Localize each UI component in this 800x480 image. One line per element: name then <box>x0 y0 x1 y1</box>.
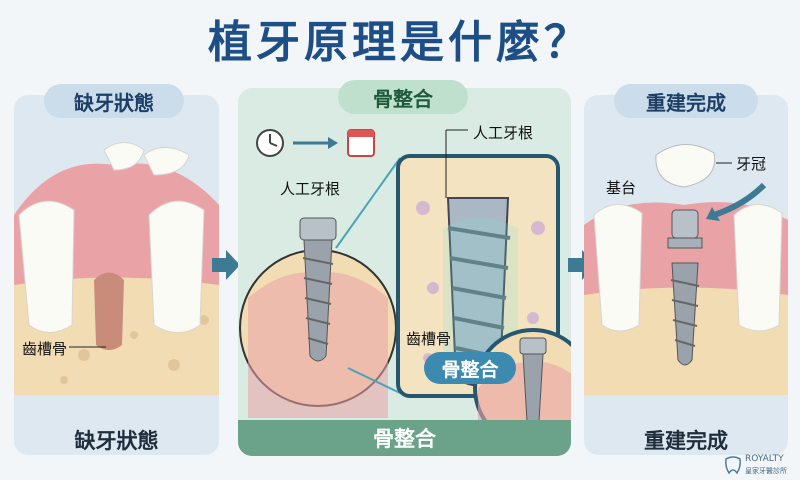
rebuild-header: 重建完成 <box>614 84 758 118</box>
osseo-zoom-badge: 骨整合 <box>424 352 516 384</box>
osseointegration-illustration <box>239 129 571 448</box>
implant-root-label: 人工牙根 <box>280 180 341 198</box>
rebuild-footer: 重建完成 <box>644 429 728 453</box>
tooth-logo-icon <box>725 456 741 475</box>
missing-tooth-footer: 缺牙狀態 <box>74 429 159 453</box>
panel-osseointegration: 人工牙根 人工牙根 齒槽骨 骨整合 <box>238 88 571 456</box>
brand-name: ROYALTY <box>745 454 784 464</box>
zoom-implant-root-label: 人工牙根 <box>473 124 534 142</box>
zoom-alveolar-bone-label: 齒槽骨 <box>406 330 452 348</box>
brand-logo: ROYALTY 皇家牙醫診所 <box>723 452 797 478</box>
panel-rebuild-complete: 牙冠 基台 <box>584 95 788 455</box>
crown-label: 牙冠 <box>736 155 767 173</box>
alveolar-bone-label: 齒槽骨 <box>22 340 68 358</box>
arrow-right-icon <box>212 250 240 280</box>
abutment-label: 基台 <box>606 179 637 197</box>
osseo-footer: 骨整合 <box>238 420 571 456</box>
panel-missing-tooth: 齒槽骨 <box>14 95 219 455</box>
missing-tooth-header: 缺牙狀態 <box>44 84 184 118</box>
page-title: 植牙原理是什麼？ <box>208 17 592 68</box>
brand-subtitle: 皇家牙醫診所 <box>745 467 787 475</box>
osseo-header: 骨整合 <box>338 80 468 114</box>
rebuild-illustration <box>584 144 788 395</box>
missing-tooth-illustration <box>14 142 219 395</box>
